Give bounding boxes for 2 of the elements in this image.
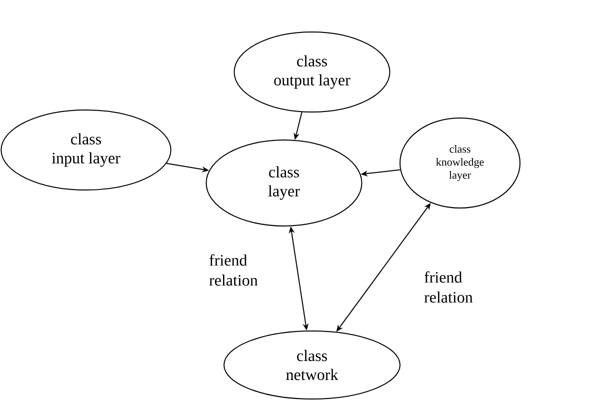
edge-label: friend relation: [424, 271, 473, 303]
edge-label: friend relation: [209, 254, 258, 286]
